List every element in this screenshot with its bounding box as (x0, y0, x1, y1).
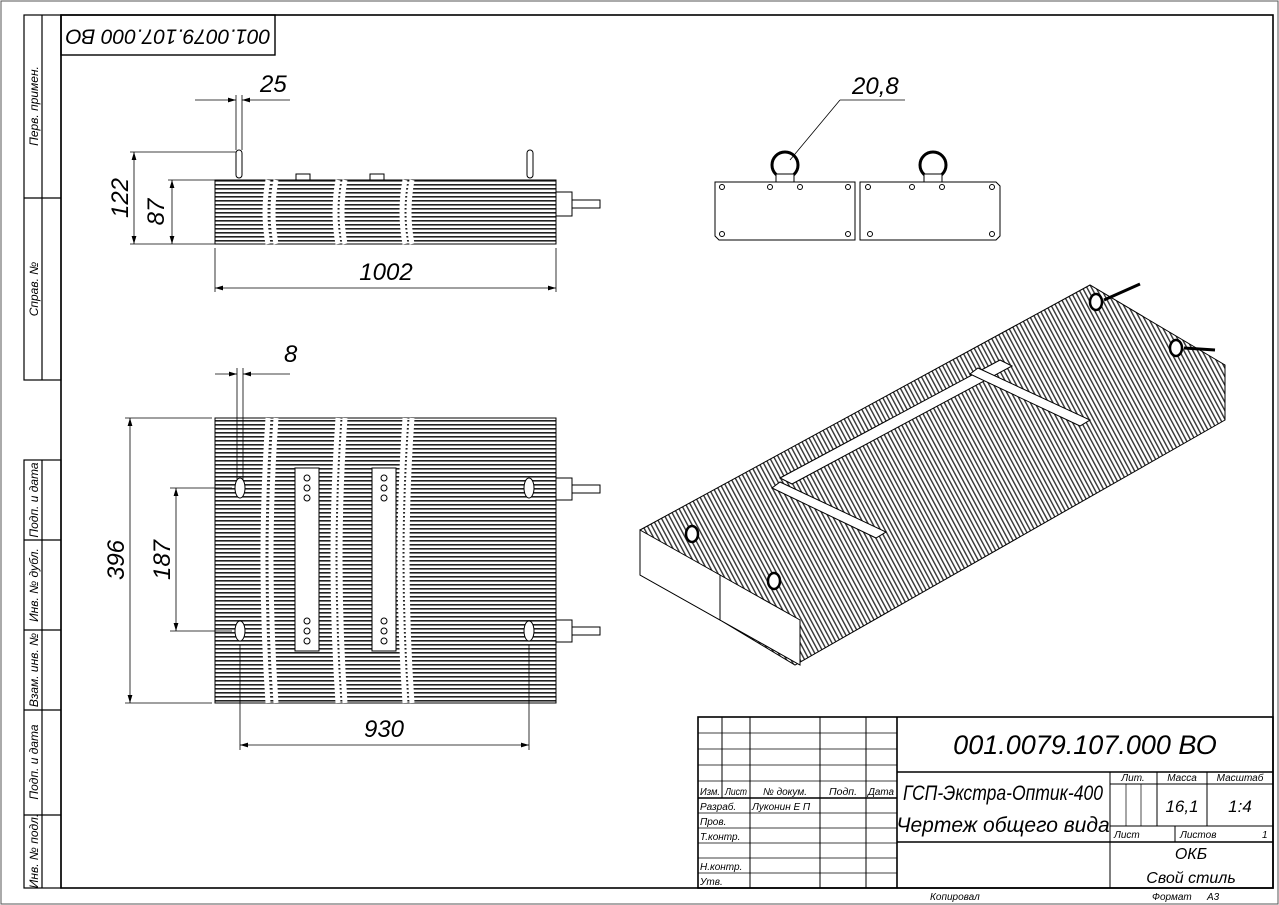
label-inv-podl: Инв. № подл. (27, 814, 41, 888)
org-line2: Свой стиль (1146, 870, 1235, 887)
title-block (697, 716, 1274, 889)
label-perv-primen: Перв. примен. (27, 66, 41, 146)
sheets-label: Листов (1179, 830, 1216, 841)
role-utv: Утв. (699, 877, 723, 888)
role-prov: Пров. (700, 817, 726, 828)
developer-name: Луконин Е П (751, 802, 811, 813)
dim-eye-diameter: 20,8 (851, 73, 899, 100)
dim-lug-distance: 930 (364, 716, 405, 743)
top-view: 25 122 87 1002 (107, 71, 601, 292)
plan-view: 8 396 187 930 (103, 341, 601, 750)
label-inv-dubl: Инв. № дубл. (27, 548, 41, 622)
hdr-izm: Изм. (700, 787, 720, 798)
dim-length: 1002 (359, 259, 412, 286)
dim-lug-width: 8 (284, 341, 298, 368)
label-podp-data-1: Подп. и дата (27, 462, 41, 537)
mass-label: Масса (1167, 773, 1197, 784)
label-vzam-inv: Взам. инв. № (27, 633, 41, 707)
role-razrab: Разраб. (700, 801, 736, 813)
lit-label: Лит. (1120, 773, 1144, 784)
dim-lug-spacing: 187 (149, 538, 176, 580)
product-name: ГСП-Экстра-Оптик-400 (903, 782, 1103, 805)
doc-code: 001.0079.107.000 ВО (953, 730, 1217, 760)
role-nkontr: Н.контр. (700, 862, 742, 873)
scale-label: Масштаб (1217, 772, 1264, 784)
side-strip (23, 14, 62, 889)
org-line1: ОКБ (1175, 846, 1207, 863)
dim-lug-offset: 25 (259, 71, 287, 98)
format-value: А3 (1206, 892, 1220, 903)
hdr-data: Дата (867, 787, 894, 798)
copied-label: Копировал (930, 892, 980, 903)
hdr-podp: Подп. (829, 787, 857, 798)
format-label: Формат (1152, 892, 1192, 903)
mass-value: 16,1 (1165, 797, 1198, 816)
scale-value: 1:4 (1228, 797, 1252, 816)
dim-height-total: 122 (107, 178, 134, 218)
role-tkontr: Т.контр. (700, 832, 740, 843)
isometric-view (639, 282, 1226, 666)
hdr-list: Лист (724, 787, 747, 798)
hdr-doc-no: № докум. (763, 787, 807, 798)
doc-name: Чертеж общего вида (896, 814, 1109, 837)
label-podp-data-2: Подп. и дата (27, 724, 41, 799)
title-block-text: 001.0079.107.000 ВО ГСП-Экстра-Оптик-400… (699, 730, 1268, 903)
rotated-stamp (60, 14, 276, 56)
rotated-doc-code: 001.0079.107.000 ВО (65, 24, 270, 47)
end-view: 20,8 (714, 73, 1001, 241)
label-sprav-no: Справ. № (27, 262, 41, 317)
dim-width: 396 (103, 539, 130, 580)
inner-frame (60, 14, 1274, 889)
sheet-label: Лист (1113, 830, 1140, 841)
sheets-count: 1 (1262, 830, 1268, 841)
dim-height-body: 87 (143, 197, 170, 225)
